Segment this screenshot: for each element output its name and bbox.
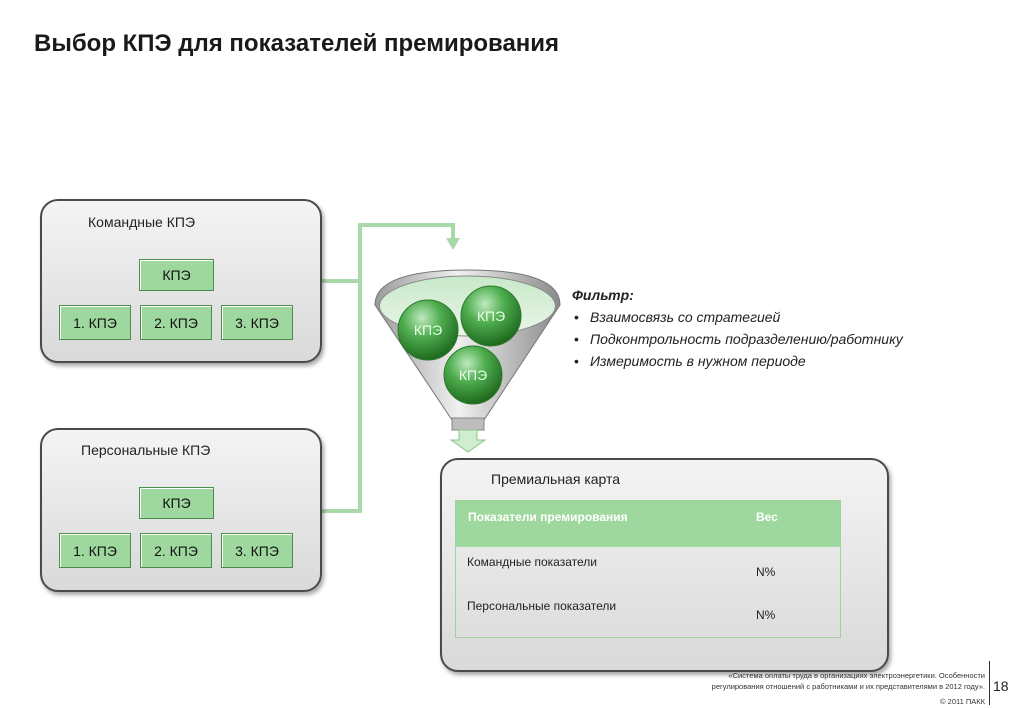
table-row-weight: N% xyxy=(756,608,776,622)
kpi-ball-label: КПЭ xyxy=(459,367,487,383)
filter-item: Взаимосвязь со стратегией xyxy=(572,309,903,325)
team-kpi-child: 2. КПЭ xyxy=(140,305,212,340)
kpi-ball-label: КПЭ xyxy=(477,308,505,324)
filter-heading: Фильтр: xyxy=(572,287,634,303)
team-kpi-child: 3. КПЭ xyxy=(221,305,293,340)
table-row-weight: N% xyxy=(756,565,776,579)
footer-divider xyxy=(989,661,990,705)
header-weight: Вес xyxy=(756,510,778,524)
bonus-card-panel xyxy=(440,458,889,672)
footer-line: регулирования отношений с работниками и … xyxy=(711,682,985,691)
kpi-ball: КПЭ xyxy=(397,299,459,361)
filter-criteria: Фильтр: Взаимосвязь со стратегией Подкон… xyxy=(572,287,903,375)
kpi-ball: КПЭ xyxy=(443,345,503,405)
page-number: 18 xyxy=(993,678,1009,694)
bonus-card-title: Премиальная карта xyxy=(491,471,621,487)
filter-item: Измеримость в нужном периоде xyxy=(572,353,903,369)
filter-item: Подконтрольность подразделению/работнику xyxy=(572,331,903,347)
arrow-to-card-icon xyxy=(449,429,487,453)
personal-kpi-title: Персональные КПЭ xyxy=(81,442,211,458)
kpi-ball-label: КПЭ xyxy=(414,322,442,338)
arrow-into-funnel-icon xyxy=(446,238,460,250)
page-title: Выбор КПЭ для показателей премирования xyxy=(34,30,560,57)
personal-kpi-child: 2. КПЭ xyxy=(140,533,212,568)
header-indicators: Показатели премирования xyxy=(468,510,628,524)
team-kpi-child: 1. КПЭ xyxy=(59,305,131,340)
kpi-ball: КПЭ xyxy=(460,285,522,347)
bonus-card-table: Показатели премирования Вес Командные по… xyxy=(455,500,841,638)
table-header-row: Показатели премирования Вес xyxy=(456,501,840,547)
panel-connector-lines xyxy=(318,223,455,513)
table-row-label: Командные показатели xyxy=(467,555,597,569)
personal-kpi-child: 1. КПЭ xyxy=(59,533,131,568)
team-kpi-title: Командные КПЭ xyxy=(88,214,196,230)
team-kpi-top: КПЭ xyxy=(139,259,214,291)
footer-line: «Система оплаты труда в организациях эле… xyxy=(728,671,985,680)
footer-copyright: © 2011 ПАКК xyxy=(940,697,985,706)
personal-kpi-top: КПЭ xyxy=(139,487,214,519)
footer-citation: «Система оплаты труда в организациях эле… xyxy=(712,670,985,707)
table-row-label: Персональные показатели xyxy=(467,599,617,613)
personal-kpi-child: 3. КПЭ xyxy=(221,533,293,568)
